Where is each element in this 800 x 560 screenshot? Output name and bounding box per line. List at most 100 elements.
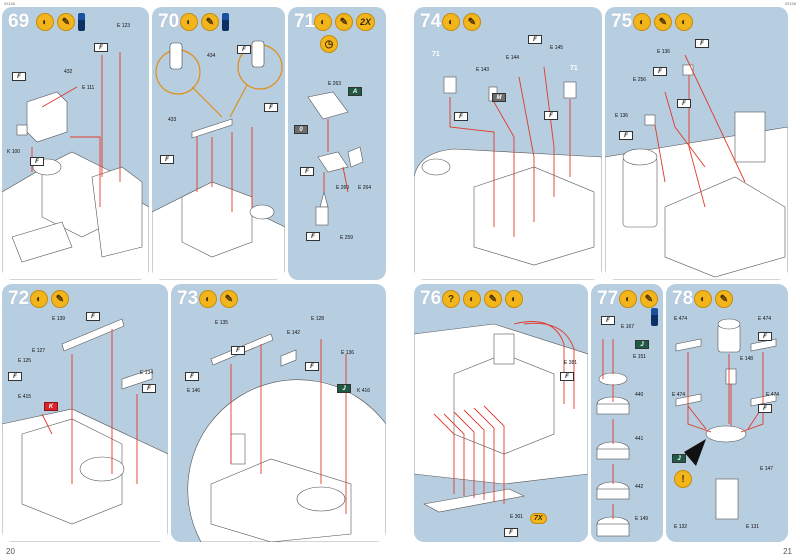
part-label: 442 bbox=[635, 484, 644, 490]
glue-icon: ◐ bbox=[505, 290, 523, 308]
step-75-panel: 75 ◐ ✎ ◐ E 136 E 256 E 136 F F F F bbox=[605, 7, 788, 280]
reference-step: 71 bbox=[432, 51, 440, 58]
part-label: E 167 bbox=[621, 324, 635, 330]
step-77-panel: 77 ◐ ✎ E 167 E 151 440 441 442 E 149 J F bbox=[591, 284, 663, 542]
question-icon: ? bbox=[442, 290, 460, 308]
part-flag: F bbox=[454, 112, 468, 121]
glue-icon: ◐ bbox=[633, 13, 651, 31]
decal-icon: ✎ bbox=[484, 290, 502, 308]
part-label: E 136 bbox=[657, 49, 671, 55]
part-flag: F bbox=[86, 312, 100, 321]
part-flag: F bbox=[305, 362, 319, 371]
part-flag: F bbox=[528, 35, 542, 44]
step-74-illustration bbox=[414, 66, 602, 280]
part-flag: F bbox=[695, 39, 709, 48]
part-flag: F bbox=[653, 67, 667, 76]
part-flag: F bbox=[758, 332, 772, 341]
part-label: E 415 bbox=[18, 394, 32, 400]
part-flag: F bbox=[94, 43, 108, 52]
glue-icon: ◐ bbox=[694, 290, 712, 308]
glue-icon: ◐ bbox=[30, 290, 48, 308]
step-73-icons: ◐ ✎ bbox=[199, 290, 238, 308]
part-label: E 148 bbox=[740, 356, 754, 362]
step-71-number: 71 bbox=[294, 11, 316, 32]
part-label: 434 bbox=[207, 53, 216, 59]
part-label: E 136 bbox=[341, 350, 355, 356]
quantity-badge: 7X bbox=[530, 513, 547, 524]
page-number: 20 bbox=[6, 547, 15, 556]
part-label: E 145 bbox=[550, 45, 564, 51]
part-flag: J bbox=[337, 384, 351, 393]
step-71-illustration bbox=[307, 91, 364, 226]
step-69-panel: 69 ◐ ✎ F E 123 E 111 432 K 100 F F bbox=[2, 7, 149, 280]
part-label: 433 bbox=[168, 117, 177, 123]
paint-icon bbox=[651, 308, 658, 326]
part-flag: F bbox=[306, 232, 320, 241]
step-70-number: 70 bbox=[158, 11, 180, 32]
part-flag: F bbox=[231, 346, 245, 355]
part-flag: F bbox=[560, 372, 574, 381]
part-flag: F bbox=[237, 45, 251, 54]
step-73-number: 73 bbox=[177, 288, 199, 309]
paint-icon bbox=[222, 13, 229, 31]
glue-icon: ◐ bbox=[199, 290, 217, 308]
decal-icon: ✎ bbox=[640, 290, 658, 308]
step-74-number: 74 bbox=[420, 11, 442, 32]
sheet-code: 05158 bbox=[4, 1, 16, 6]
step-69-number: 69 bbox=[8, 11, 30, 32]
part-flag: F bbox=[30, 157, 44, 166]
glue-icon: ◐ bbox=[675, 13, 693, 31]
glue-icon: ◐ bbox=[314, 13, 332, 31]
part-label: E 144 bbox=[506, 55, 520, 61]
part-label: E 474 bbox=[758, 316, 772, 322]
part-label: E 147 bbox=[760, 466, 774, 472]
step-69-illustration bbox=[2, 52, 149, 280]
part-label: E 134 bbox=[140, 370, 154, 376]
glue-icon: ◐ bbox=[463, 290, 481, 308]
part-flag: 0 bbox=[294, 125, 308, 134]
part-label: E 128 bbox=[311, 316, 325, 322]
decal-icon: ✎ bbox=[463, 13, 481, 31]
step-76-panel: 76 ? ◐ ✎ ◐ E 381 E 301 7X F F bbox=[414, 284, 588, 542]
part-label: E 146 bbox=[187, 388, 201, 394]
part-label: E 127 bbox=[32, 348, 46, 354]
step-71-panel: 71 ◐ ✎ 2X ◷ E 263 A 0 E 260 E 264 E 259 … bbox=[288, 7, 386, 280]
warning-icon: ! bbox=[674, 470, 692, 488]
step-72-panel: 72 ◐ ✎ E 139 E 125 E 127 E 134 E 415 K F… bbox=[2, 284, 168, 542]
step-69-icons: ◐ ✎ bbox=[36, 13, 85, 31]
step-78-number: 78 bbox=[672, 288, 694, 309]
step-70-illustration bbox=[152, 40, 285, 280]
part-flag: F bbox=[677, 99, 691, 108]
page-number: 21 bbox=[783, 547, 792, 556]
step-77-number: 77 bbox=[597, 288, 619, 309]
step-70-panel: 70 ◐ ✎ 434 433 F F F bbox=[152, 7, 285, 280]
part-label: E 125 bbox=[18, 358, 32, 364]
step-75-illustration bbox=[605, 54, 788, 280]
part-label: E 474 bbox=[674, 316, 688, 322]
part-flag: F bbox=[264, 103, 278, 112]
reference-step: 71 bbox=[570, 65, 578, 72]
part-label: E 131 bbox=[746, 524, 760, 530]
part-label: E 381 bbox=[564, 360, 578, 366]
part-label: E 136 bbox=[615, 113, 629, 119]
part-flag: F bbox=[601, 316, 615, 325]
step-73-illustration bbox=[187, 333, 386, 542]
step-76-number: 76 bbox=[420, 288, 442, 309]
step-76-illustration bbox=[414, 321, 588, 513]
step-70-icons: ◐ ✎ bbox=[180, 13, 229, 31]
decal-icon: ✎ bbox=[201, 13, 219, 31]
step-78-icons: ◐ ✎ bbox=[694, 290, 733, 308]
glue-icon: ◐ bbox=[442, 13, 460, 31]
part-flag: F bbox=[12, 72, 26, 81]
clock-icon: ◷ bbox=[320, 35, 338, 53]
part-label: K 416 bbox=[357, 388, 371, 394]
sheet-code: 05158 bbox=[784, 1, 796, 6]
step-76-icons: ? ◐ ✎ ◐ bbox=[442, 290, 523, 308]
part-flag: F bbox=[142, 384, 156, 393]
part-flag: J bbox=[672, 454, 686, 463]
left-page: 05158 69 ◐ ✎ bbox=[2, 1, 386, 556]
step-71-icons: ◐ ✎ 2X bbox=[314, 13, 376, 31]
part-flag: F bbox=[619, 131, 633, 140]
part-flag: F bbox=[160, 155, 174, 164]
step-73-panel: 73 ◐ ✎ E 135 E 142 E 128 E 136 E 146 K 4… bbox=[171, 284, 386, 542]
